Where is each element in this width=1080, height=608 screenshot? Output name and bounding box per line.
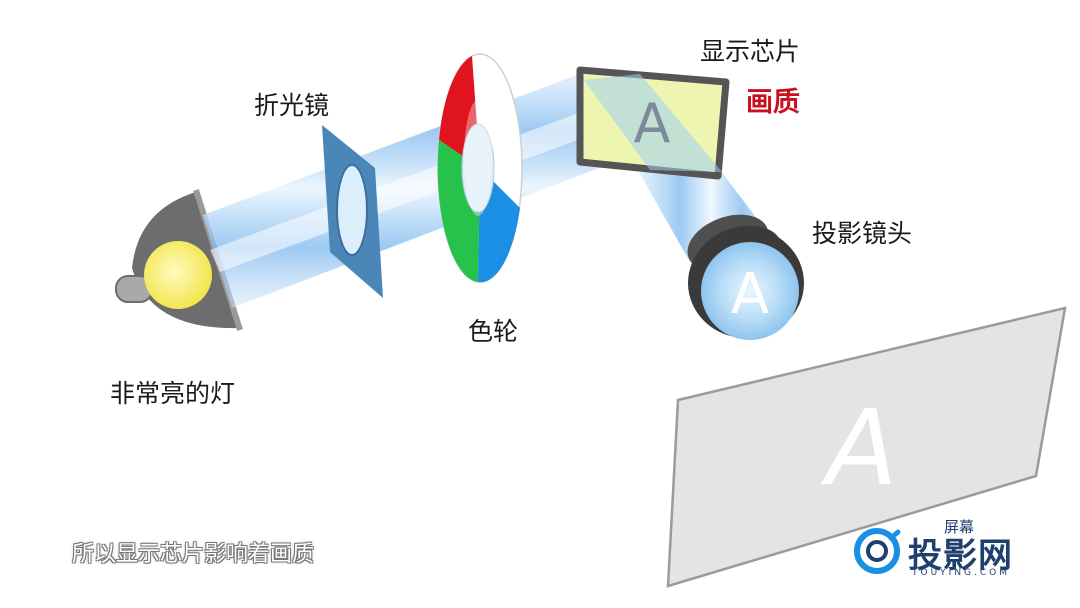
label-lamp: 非常亮的灯	[110, 379, 236, 408]
display-chip-letter: A	[634, 92, 671, 155]
label-image-quality: 画质	[746, 87, 800, 118]
brand-ring-icon	[854, 528, 901, 574]
watermark-small-text: 屏幕	[944, 518, 975, 536]
display-chip: A	[576, 66, 730, 180]
label-color-wheel: 色轮	[468, 317, 519, 346]
label-display-chip: 显示芯片	[700, 37, 801, 66]
projection-screen: A	[666, 306, 1067, 588]
color-wheel-hub	[461, 123, 495, 213]
condenser-lens-glass	[336, 164, 368, 256]
watermark-logo: 屏幕 投影网 TOUYING.COM	[852, 518, 1042, 582]
lamp-bulb	[144, 241, 212, 309]
condenser-lens	[322, 125, 383, 298]
projection-screen-letter: A	[820, 387, 897, 509]
projection-lens-letter: A	[731, 262, 769, 327]
color-wheel	[437, 53, 523, 283]
label-condenser-lens: 折光镜	[254, 91, 330, 120]
projection-lens-glass	[701, 242, 799, 340]
display-chip-beam-overlay	[584, 74, 722, 172]
color-wheel-beam-glow	[464, 100, 492, 216]
projection-screen-panel	[666, 306, 1067, 588]
projection-lens: A	[687, 214, 804, 340]
watermark-brand-en: TOUYING.COM	[912, 568, 1011, 578]
label-projection-lens: 投影镜头	[812, 219, 913, 248]
watermark-brand-cn: 投影网	[908, 536, 1013, 576]
video-subtitle: 所以显示芯片影响着画质	[72, 542, 315, 567]
light-beam-main-core	[210, 105, 610, 272]
